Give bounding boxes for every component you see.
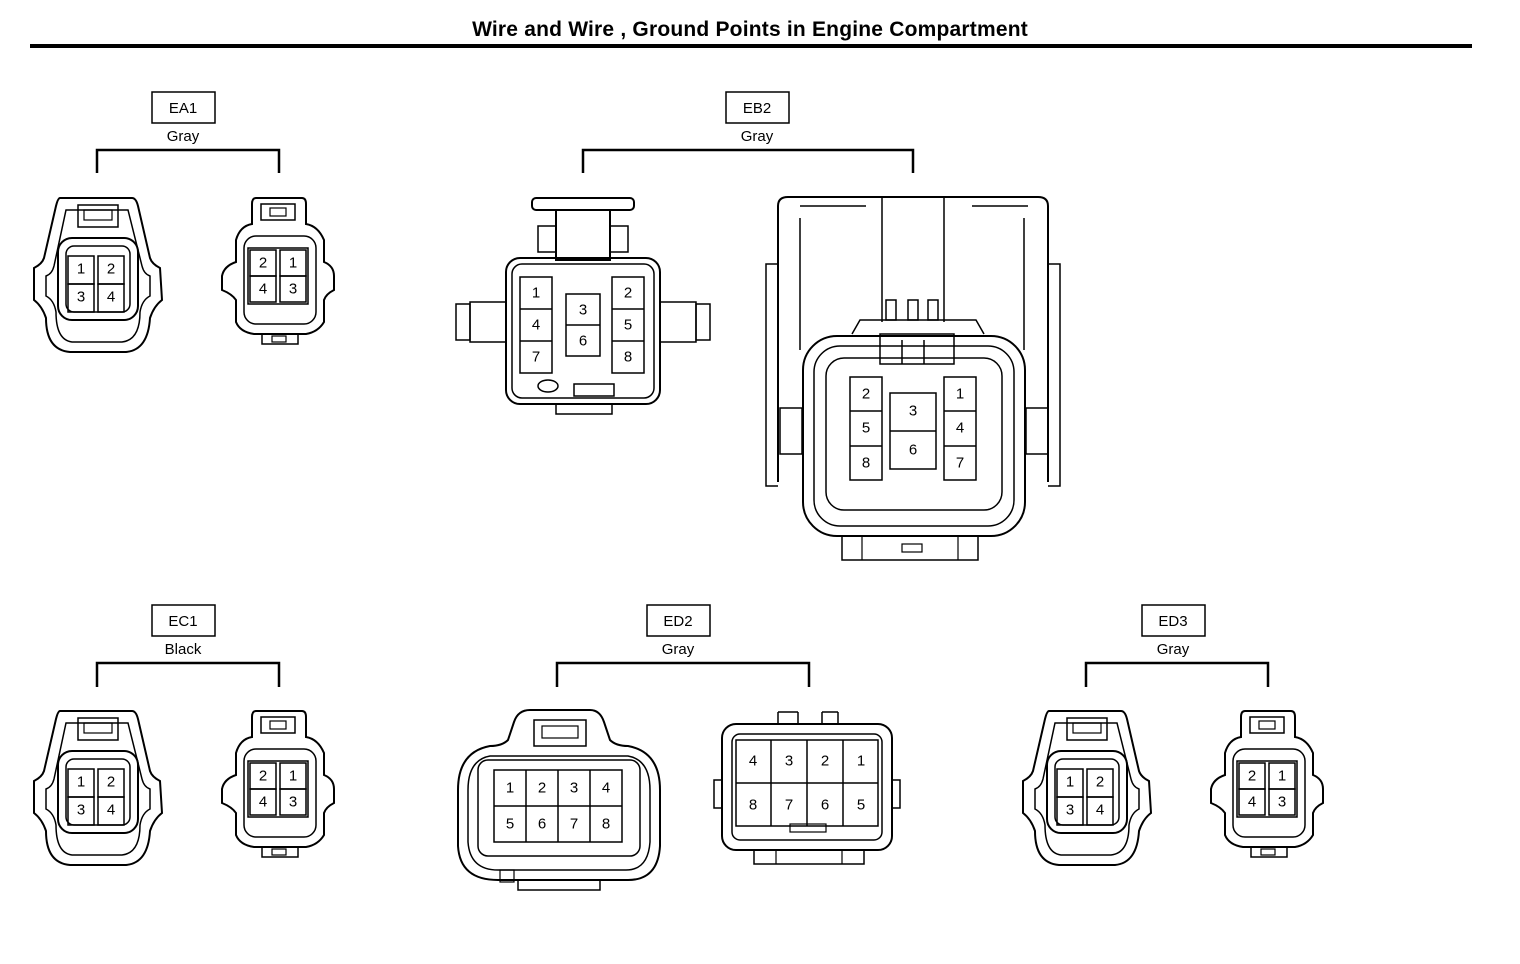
connector-group-ec1: EC1 Black 1 2 3 4 [33,604,335,866]
pin-label: 3 [785,753,793,770]
pin-label: 3 [77,289,85,306]
pin-label: 4 [602,780,610,797]
male-pin-block: 2 1 4 3 [247,247,309,305]
connector-id: ED2 [663,613,692,630]
pin-label: 1 [1066,774,1074,791]
pin-label: 5 [624,317,632,334]
pin-label: 3 [289,794,297,811]
connector-id: EC1 [168,613,197,630]
connector-color: Gray [741,128,774,145]
pin-label: 6 [538,816,546,833]
connector-id: EB2 [743,100,771,117]
pin-label: 7 [785,797,793,814]
connector-label-box [151,604,216,637]
pin-label: 5 [506,816,514,833]
pin-label: 5 [857,797,865,814]
pin-label: 3 [77,802,85,819]
pin-label: 2 [259,255,267,272]
pin-label: 4 [1096,802,1104,819]
pin-label: 3 [289,281,297,298]
pin-label: 1 [289,255,297,272]
female-connector [455,197,711,415]
page-title: Wire and Wire , Ground Points in Engine … [472,18,1028,41]
pin-label: 2 [107,774,115,791]
pin-label: 2 [1096,774,1104,791]
connector-label-box [725,91,790,124]
pin-label: 1 [289,768,297,785]
connector-group-ed3: ED3 Gray 1 2 3 4 [1022,604,1324,866]
pin-label: 1 [532,285,540,302]
pin-label: 6 [579,333,587,350]
pin-label: 1 [77,261,85,278]
pin-label: 8 [862,455,870,472]
pin-label: 4 [532,317,540,334]
connector-id: ED3 [1158,613,1187,630]
pin-label: 5 [862,420,870,437]
pin-label: 3 [1066,802,1074,819]
pin-label: 2 [624,285,632,302]
connector-color: Gray [662,641,695,658]
pin-label: 4 [749,753,757,770]
pin-label: 6 [821,797,829,814]
connector-label-box [646,604,711,637]
pin-label: 1 [77,774,85,791]
connector-group-ea1: EA1 Gray 1 2 3 4 [33,91,335,353]
pin-label: 3 [909,403,917,420]
pair-bracket [1084,661,1270,687]
connector-label-box [151,91,216,124]
pin-label: 2 [107,261,115,278]
female-connector: 1 2 3 4 [1022,710,1153,866]
pin-label: 4 [259,794,267,811]
male-connector: 4 3 2 1 8 7 6 5 [713,711,901,865]
connector-color: Gray [167,128,200,145]
connector-label-box [1141,604,1206,637]
pin-label: 1 [506,780,514,797]
pair-bracket [95,661,281,687]
connector-color: Gray [1157,641,1190,658]
connector-color: Black [165,641,202,658]
pin-label: 6 [909,442,917,459]
female-connector: 1 2 3 4 5 6 7 8 [457,709,661,891]
pin-label: 3 [570,780,578,797]
pair-bracket [581,148,915,173]
title-rule [30,44,1472,48]
pin-label: 8 [624,349,632,366]
pin-label: 7 [532,349,540,366]
pin-label: 4 [1248,794,1256,811]
male-connector: 2 1 4 3 [1210,710,1324,858]
female-connector [33,197,164,353]
pin-label: 8 [602,816,610,833]
pin-label: 2 [1248,768,1256,785]
pin-label: 1 [1278,768,1286,785]
pin-label: 2 [259,768,267,785]
pin-label: 4 [259,281,267,298]
pin-label: 4 [107,289,115,306]
pin-label: 3 [1278,794,1286,811]
male-connector: 2 1 4 3 [221,710,335,858]
male-connector [221,197,335,345]
pair-bracket [555,661,811,687]
female-connector: 1 2 3 4 [33,710,164,866]
pin-label: 2 [538,780,546,797]
connector-id: EA1 [169,100,197,117]
pin-label: 7 [956,455,964,472]
male-pin-block: 2 5 8 3 6 1 4 7 [849,376,977,481]
pin-label: 1 [857,753,865,770]
connector-group-ed2: ED2 Gray 1 2 3 4 5 6 7 8 [457,604,901,891]
pair-bracket [95,148,281,173]
pin-label: 8 [749,797,757,814]
female-pin-block: 1 2 3 4 [67,255,125,313]
pin-label: 7 [570,816,578,833]
female-pin-block: 1 4 7 3 6 2 5 8 [519,276,645,374]
pin-label: 2 [862,386,870,403]
pin-label: 4 [107,802,115,819]
connector-group-eb2: EB2 Gray 1 4 [455,91,1061,561]
pin-label: 1 [956,386,964,403]
pin-label: 4 [956,420,964,437]
male-connector [765,196,1061,561]
pin-label: 3 [579,302,587,319]
pin-label: 2 [821,753,829,770]
